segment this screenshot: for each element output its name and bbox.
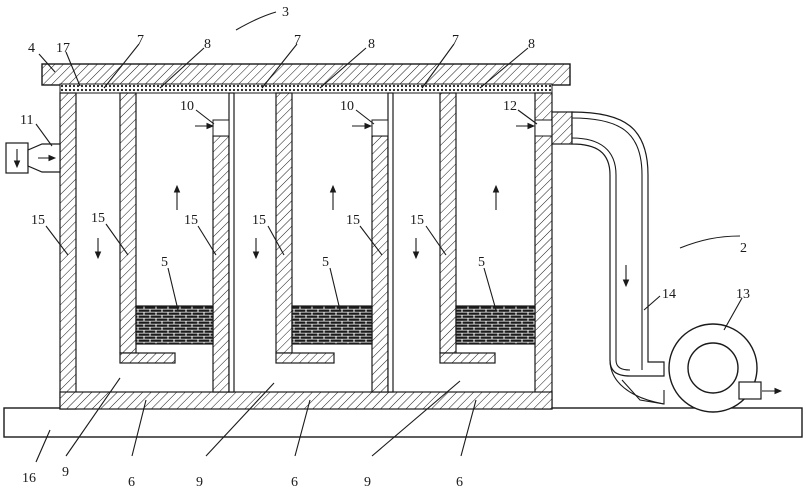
label-15: 15 xyxy=(346,213,360,228)
label-4: 4 xyxy=(28,41,35,56)
label-15: 15 xyxy=(184,213,198,228)
label-14: 14 xyxy=(662,287,676,302)
label-7: 7 xyxy=(294,33,301,48)
label-2: 2 xyxy=(740,241,747,256)
partition-wall xyxy=(275,92,293,354)
fan-outlet xyxy=(738,381,762,400)
label-6: 6 xyxy=(128,475,135,490)
bottom-channel xyxy=(275,352,335,364)
label-10: 10 xyxy=(340,99,354,114)
label-7: 7 xyxy=(452,33,459,48)
label-5: 5 xyxy=(161,255,168,270)
label-8: 8 xyxy=(368,37,375,52)
vent-opening xyxy=(371,119,389,137)
label-8: 8 xyxy=(528,37,535,52)
label-9: 9 xyxy=(364,475,371,490)
outlet-opening xyxy=(534,119,553,137)
label-13: 13 xyxy=(736,287,750,302)
partition-wall xyxy=(439,92,457,354)
label-6: 6 xyxy=(456,475,463,490)
bottom-channel xyxy=(119,352,176,364)
outlet-duct-stub xyxy=(551,111,573,145)
label-5: 5 xyxy=(322,255,329,270)
label-15: 15 xyxy=(91,211,105,226)
filter-block xyxy=(455,305,536,345)
filter-block xyxy=(291,305,373,345)
label-11: 11 xyxy=(20,113,33,128)
label-6: 6 xyxy=(291,475,298,490)
label-17: 17 xyxy=(56,41,70,56)
label-15: 15 xyxy=(410,213,424,228)
label-15: 15 xyxy=(31,213,45,228)
filter-block xyxy=(135,305,214,345)
label-3: 3 xyxy=(282,5,289,20)
label-10: 10 xyxy=(180,99,194,114)
partition-wall xyxy=(119,92,137,354)
label-8: 8 xyxy=(204,37,211,52)
divider-wall xyxy=(387,92,394,393)
left-outer-wall xyxy=(59,92,77,410)
partition-wall xyxy=(212,135,230,393)
vent-opening xyxy=(212,119,230,137)
right-outer-wall xyxy=(534,92,553,410)
bottom-wall xyxy=(59,391,553,410)
label-15: 15 xyxy=(252,213,266,228)
seal-strip xyxy=(59,83,553,94)
label-9: 9 xyxy=(196,475,203,490)
label-5: 5 xyxy=(478,255,485,270)
label-12: 12 xyxy=(503,99,517,114)
fan-rotor xyxy=(687,342,739,394)
bottom-channel xyxy=(439,352,496,364)
label-9: 9 xyxy=(62,465,69,480)
divider-wall xyxy=(228,92,235,393)
base-plate xyxy=(3,407,803,438)
partition-wall xyxy=(371,135,389,393)
duct-pipe xyxy=(571,111,665,377)
label-16: 16 xyxy=(22,471,36,486)
label-7: 7 xyxy=(137,33,144,48)
